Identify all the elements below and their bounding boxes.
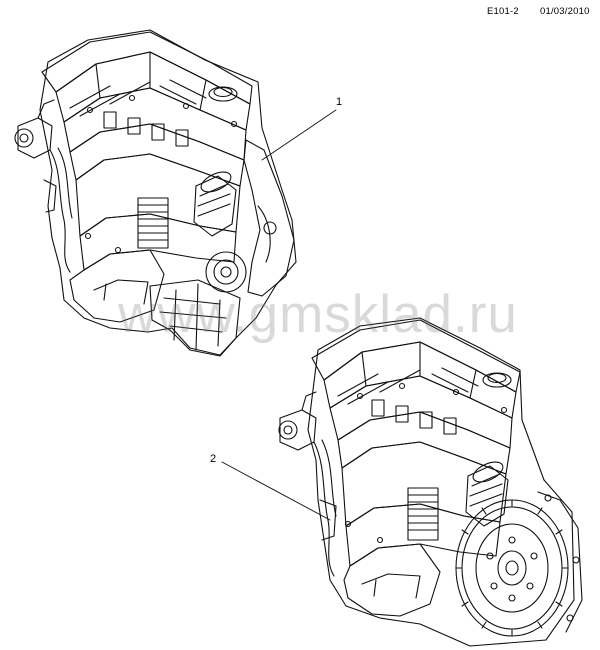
engine-2 bbox=[278, 317, 583, 647]
watermark: www.gmsklad.ru bbox=[118, 285, 518, 344]
callout-label-2: 2 bbox=[210, 453, 217, 465]
leader-line-2 bbox=[221, 461, 331, 521]
flywheel bbox=[455, 499, 569, 637]
leader-line-1 bbox=[261, 109, 337, 161]
callout-label-1: 1 bbox=[336, 96, 343, 108]
engine-1 bbox=[14, 29, 297, 357]
diagram-date: 01/03/2010 bbox=[540, 6, 590, 17]
diagram-reference-code: E101-2 bbox=[487, 6, 519, 17]
